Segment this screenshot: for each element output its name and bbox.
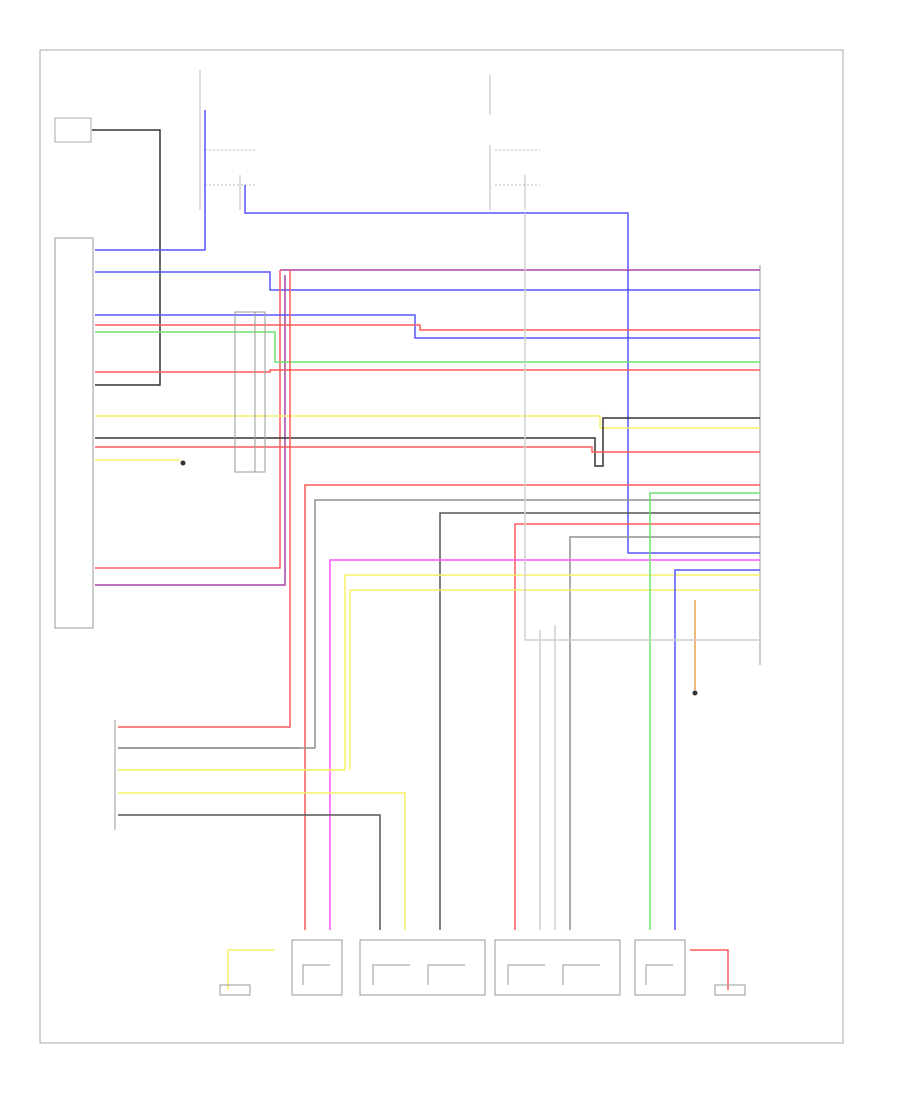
harness-box <box>234 311 266 473</box>
audio-unit-connector <box>54 237 94 629</box>
top-power-feeds <box>199 70 540 210</box>
sensor-dark-lead <box>92 129 161 386</box>
ground-point-right <box>692 690 698 696</box>
page-frame <box>39 49 844 1044</box>
ground-point-left <box>180 460 186 466</box>
sensor-box <box>54 117 92 143</box>
door-speaker-wires <box>118 270 406 930</box>
amp-to-speakers <box>118 213 760 930</box>
bottom-speakers <box>219 939 746 996</box>
